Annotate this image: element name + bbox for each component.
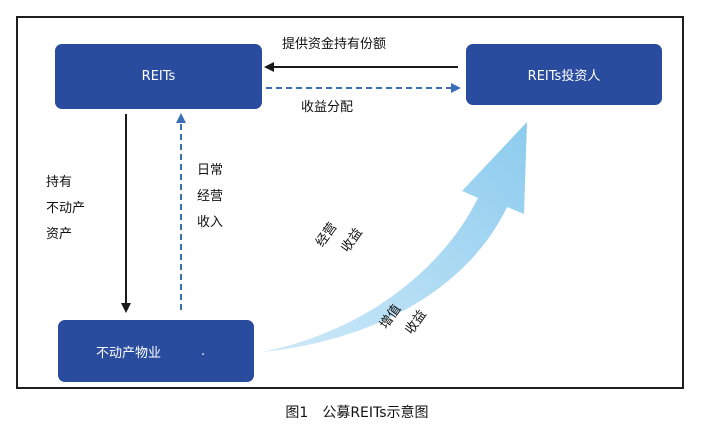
reits-box: REITs — [55, 44, 262, 109]
hold-assets-label: 持有 不动产 资产 — [46, 175, 86, 242]
figure-caption: 图1 公募REITs示意图 — [285, 405, 429, 421]
reits-box-label: REITs — [141, 69, 176, 84]
funding-arrowhead — [264, 62, 274, 72]
investors-box: REITs投资人 — [466, 44, 662, 105]
distribution-arrowhead — [451, 83, 461, 93]
diagram-frame — [16, 16, 684, 389]
daily-income-label: 日常 经营 收入 — [197, 163, 224, 230]
daily-income-arrowhead — [176, 113, 186, 123]
property-box: 不动产物业 . — [58, 320, 254, 382]
investors-box-label: REITs投资人 — [527, 69, 601, 84]
provide-funds-label: 提供资金持有份额 — [282, 37, 387, 52]
property-box-label: 不动产物业 — [96, 345, 162, 361]
appreciation-arrow — [262, 122, 527, 352]
hold-arrowhead — [121, 303, 131, 313]
property-box-dot: . — [201, 343, 206, 359]
income-distribution-label: 收益分配 — [301, 100, 354, 115]
